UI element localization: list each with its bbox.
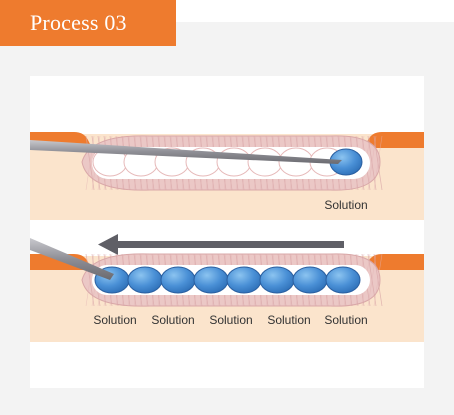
solution-label: Solution — [151, 313, 194, 327]
solution-label: Solution — [324, 198, 367, 212]
orange-layer-right — [364, 254, 424, 270]
fiber-line — [373, 253, 383, 307]
orange-layer-right — [364, 132, 424, 148]
fiber-line — [85, 253, 95, 307]
needle-step-2 — [30, 238, 114, 280]
solution-labels: Solution Solution Solution Solution Solution — [93, 313, 367, 327]
solution-droplet — [127, 266, 163, 294]
needle-step-1 — [30, 140, 342, 164]
solution-droplet — [193, 266, 229, 294]
step-2: Solution Solution Solution Solution Solution — [30, 238, 424, 342]
fiber-line — [373, 135, 383, 191]
solution-droplet — [325, 266, 361, 294]
solution-droplet — [259, 266, 295, 294]
tissue-fibers — [85, 253, 383, 307]
arrow-head — [98, 234, 118, 255]
fiber-line — [367, 135, 377, 191]
direction-arrow — [98, 234, 344, 255]
step-1: Solution — [30, 132, 424, 220]
solution-droplet — [160, 266, 196, 294]
solution-label: Solution — [93, 313, 136, 327]
solution-label: Solution — [324, 313, 367, 327]
solution-droplet — [292, 266, 328, 294]
arrow-shaft — [114, 241, 344, 248]
empty-pocket — [247, 147, 283, 177]
empty-pocket — [216, 147, 252, 177]
header-strip — [176, 0, 454, 22]
process-badge: Process 03 — [0, 0, 176, 46]
fiber-line — [367, 253, 377, 307]
solution-droplet — [226, 266, 262, 294]
solution-label: Solution — [267, 313, 310, 327]
solution-label: Solution — [209, 313, 252, 327]
